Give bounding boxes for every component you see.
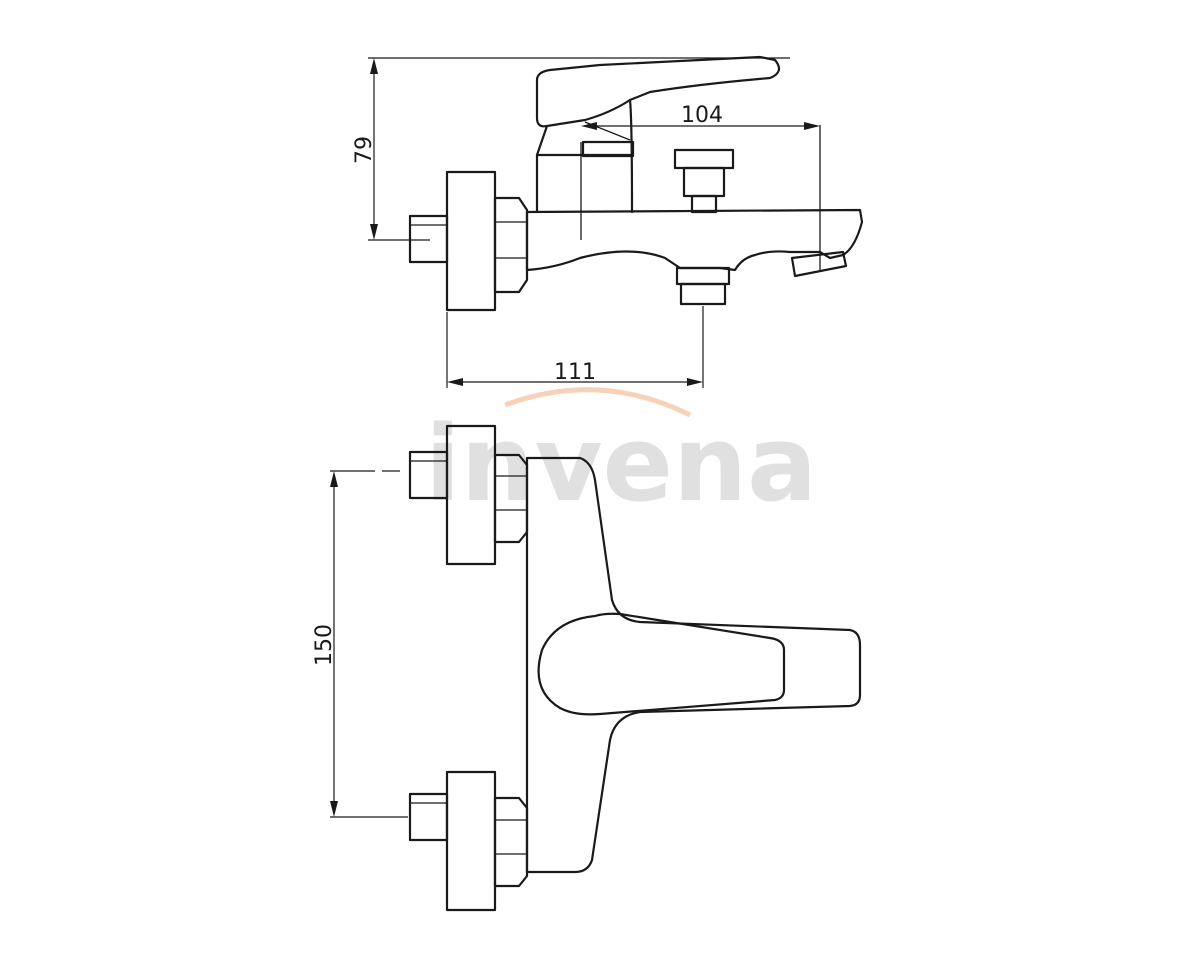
dim-79-arrow-bottom bbox=[370, 224, 378, 240]
dim-79-arrow-top bbox=[370, 58, 378, 74]
dim-79-label: 79 bbox=[352, 136, 377, 164]
watermark: invena bbox=[425, 387, 817, 525]
dim-104-arrow-right bbox=[804, 122, 820, 130]
diverter-knob-top bbox=[673, 148, 735, 170]
diverter-knob-stem bbox=[682, 166, 726, 198]
side-body bbox=[525, 208, 864, 272]
diverter-knob-base bbox=[690, 194, 718, 214]
top-lever-handle bbox=[537, 612, 786, 716]
top-lower-inlet-thread bbox=[408, 792, 449, 842]
top-lower-hex-nut bbox=[493, 796, 529, 888]
top-lower-flange bbox=[445, 770, 497, 912]
dim-150-label: 150 bbox=[312, 624, 337, 666]
dim-111-arrow-left bbox=[447, 378, 463, 386]
side-outlet-thread bbox=[679, 282, 727, 306]
dim-150-arrow-top bbox=[330, 471, 338, 487]
side-inlet-thread bbox=[408, 214, 449, 264]
side-view: 79 104 111 bbox=[352, 55, 864, 388]
top-upper-inlet-thread bbox=[408, 450, 449, 500]
side-cartridge-cap bbox=[581, 140, 635, 158]
dim-111-arrow-right bbox=[687, 378, 703, 386]
side-hex-nut bbox=[493, 196, 529, 294]
dim-104-arrow-left bbox=[581, 122, 597, 130]
side-wall-flange bbox=[445, 170, 497, 312]
top-view: 150 bbox=[312, 424, 862, 912]
side-lever-handle bbox=[535, 55, 781, 128]
dim-104-label: 104 bbox=[681, 103, 723, 128]
dim-111-label: 111 bbox=[554, 360, 596, 385]
side-outlet-connector bbox=[675, 266, 731, 286]
watermark-arc bbox=[504, 387, 692, 418]
dim-150-arrow-bottom bbox=[330, 801, 338, 817]
top-body bbox=[525, 456, 862, 874]
watermark-logo-text: invena bbox=[425, 403, 817, 525]
spout-outlet bbox=[790, 250, 848, 278]
